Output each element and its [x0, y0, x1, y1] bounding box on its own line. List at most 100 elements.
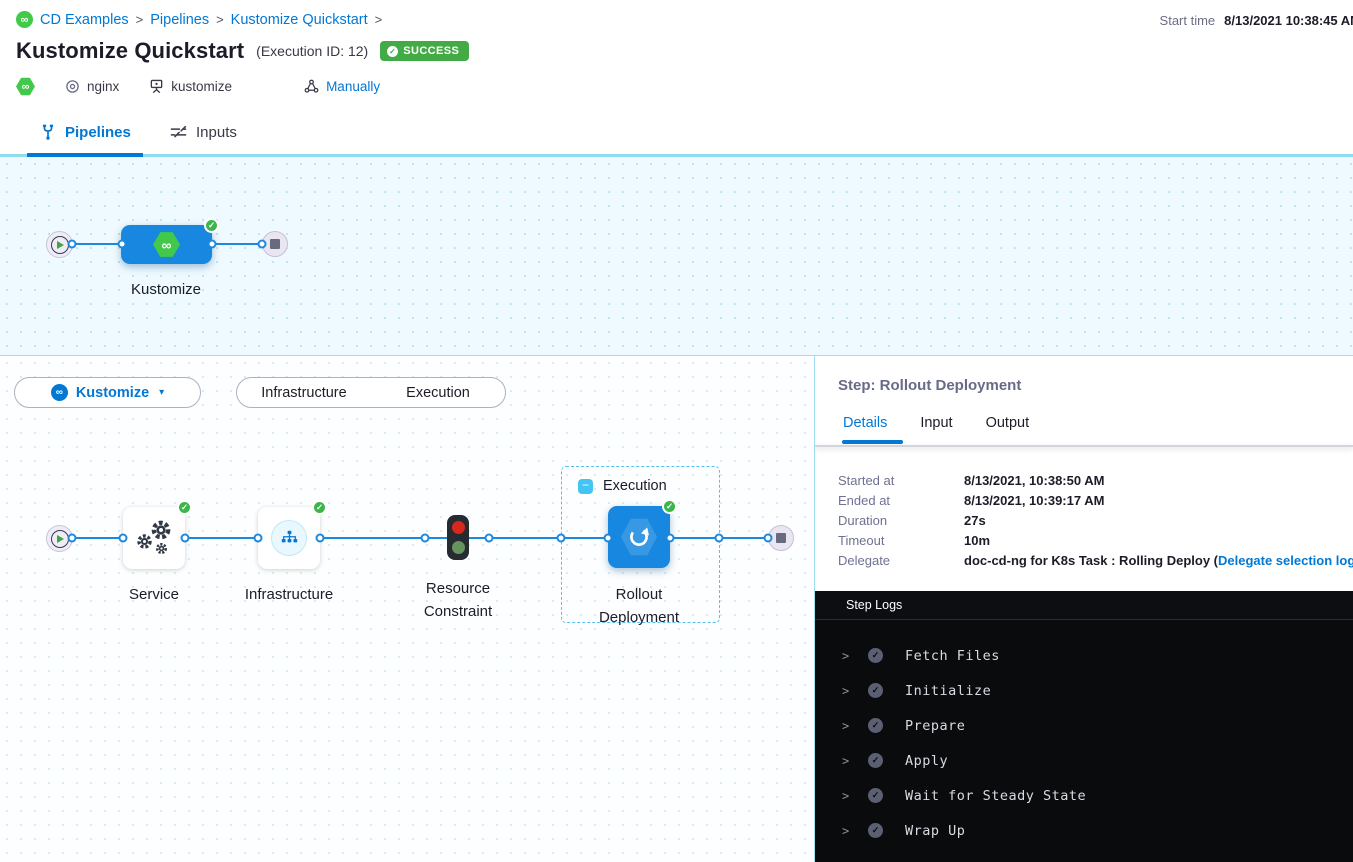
delegate-selection-logs-link[interactable]: Delegate selection logs: [1218, 552, 1353, 568]
log-section-label: Apply: [905, 752, 949, 769]
chevron-right-icon[interactable]: >: [842, 823, 850, 838]
connector-dot: [253, 533, 263, 543]
chevron-right-icon[interactable]: >: [842, 648, 850, 663]
connector-dot: [118, 533, 128, 543]
success-check-icon: [312, 500, 327, 515]
connector-dot: [257, 239, 267, 249]
connector-dot: [117, 239, 127, 249]
tab-pipelines[interactable]: Pipelines: [40, 110, 131, 154]
status-badge: SUCCESS: [380, 41, 470, 61]
step-node-rollout-deployment[interactable]: [608, 499, 677, 568]
check-icon: [868, 753, 883, 768]
end-node: [262, 231, 288, 257]
connector-dot: [315, 533, 325, 543]
step-details-table: Started at 8/13/2021, 10:38:50 AM Ended …: [838, 470, 1353, 570]
log-section-label: Fetch Files: [905, 647, 1000, 664]
execution-id: (Execution ID: 12): [256, 43, 369, 59]
breadcrumb-separator: >: [374, 12, 383, 27]
detail-row: Timeout 10m: [838, 530, 1345, 550]
tabbar-bottom-line: [0, 154, 1353, 157]
tab-details[interactable]: Details: [843, 415, 888, 431]
toggle-execution[interactable]: Execution: [406, 384, 470, 401]
service-tag: nginx: [65, 79, 119, 94]
log-section-row[interactable]: > Wait for Steady State: [815, 778, 1353, 813]
connector-dot: [556, 533, 566, 543]
step-details-panel: Step: Rollout Deployment Details Input O…: [814, 355, 1353, 862]
active-tab-underline: [842, 440, 903, 444]
breadcrumb: CD Examples > Pipelines > Kustomize Quic…: [16, 11, 382, 28]
breadcrumb-cd-examples[interactable]: CD Examples: [40, 11, 129, 28]
end-node: [768, 525, 794, 551]
detail-row: Duration 27s: [838, 510, 1345, 530]
toggle-infrastructure[interactable]: Infrastructure: [261, 384, 347, 401]
connector-dot: [67, 239, 77, 249]
log-section-row[interactable]: > Wrap Up: [815, 813, 1353, 848]
stage-node-kustomize[interactable]: [121, 218, 219, 264]
log-section-row[interactable]: > Initialize: [815, 673, 1353, 708]
stage-graph-canvas[interactable]: Kustomize: [0, 157, 1353, 355]
tab-input[interactable]: Input: [920, 415, 953, 431]
log-section-row[interactable]: > Apply: [815, 743, 1353, 778]
step-logs-panel: Step Logs > Fetch Files > Initialize > P…: [815, 591, 1353, 862]
check-icon: [868, 683, 883, 698]
connector-line: [72, 243, 122, 245]
service-name: nginx: [87, 79, 120, 94]
step-node-label: Service: [128, 586, 180, 603]
connector-dot: [603, 533, 613, 543]
step-node-resource-constraint[interactable]: [447, 515, 469, 560]
success-check-icon: [662, 499, 677, 514]
tab-output[interactable]: Output: [985, 415, 1030, 431]
connector-line: [212, 243, 262, 245]
detail-value: 10m: [964, 532, 991, 548]
cd-module-tag: [16, 77, 35, 96]
check-icon: [387, 45, 399, 57]
detail-label: Duration: [838, 512, 888, 528]
connector-dot: [207, 239, 217, 249]
main-tabbar: Pipelines Inputs: [0, 110, 1353, 157]
trigger-type-link[interactable]: Manually: [326, 79, 381, 94]
connector-dot: [665, 533, 675, 543]
step-node-infrastructure[interactable]: [258, 500, 327, 569]
chevron-right-icon[interactable]: >: [842, 753, 850, 768]
chevron-right-icon[interactable]: >: [842, 718, 850, 733]
collapse-icon[interactable]: [578, 479, 593, 494]
chevron-right-icon[interactable]: >: [842, 788, 850, 803]
step-logs-list: > Fetch Files > Initialize > Prepare > A…: [815, 620, 1353, 848]
environment-tag: kustomize: [149, 79, 232, 94]
detail-label: Started at: [838, 472, 895, 488]
play-icon: [50, 529, 69, 548]
harness-cd-logo-icon: [16, 77, 35, 96]
execution-graph-canvas[interactable]: Kustomize Infrastructure Execution Servi…: [0, 355, 814, 862]
log-section-row[interactable]: > Fetch Files: [815, 638, 1353, 673]
log-section-label: Initialize: [905, 682, 992, 699]
detail-row: Started at 8/13/2021, 10:38:50 AM: [838, 470, 1345, 490]
step-panel-title: Step: Rollout Deployment: [838, 377, 1022, 394]
detail-value: doc-cd-ng for K8s Task : Rolling Deploy …: [964, 553, 1353, 568]
step-node-label: Rollout Deployment: [598, 586, 680, 626]
log-section-label: Wait for Steady State: [905, 787, 1087, 804]
execution-step-group: Execution: [561, 466, 720, 623]
chevron-right-icon[interactable]: >: [842, 683, 850, 698]
start-time-label: Start time: [1159, 13, 1216, 28]
inputs-tab-icon: [170, 125, 187, 138]
log-section-label: Prepare: [905, 717, 966, 734]
stage-selector-label: Kustomize: [75, 384, 150, 401]
log-section-row[interactable]: > Prepare: [815, 708, 1353, 743]
harness-cd-logo-icon: [153, 232, 180, 257]
check-icon: [868, 648, 883, 663]
pipelines-tab-icon: [42, 124, 54, 140]
tab-inputs[interactable]: Inputs: [170, 110, 237, 154]
check-icon: [868, 718, 883, 733]
breadcrumb-kustomize-quickstart[interactable]: Kustomize Quickstart: [230, 11, 368, 28]
stage-selector-dropdown[interactable]: Kustomize: [14, 377, 201, 408]
check-icon: [868, 788, 883, 803]
stage-node-label: Kustomize: [130, 281, 202, 298]
gear-icon: [134, 518, 174, 558]
hierarchy-icon: [281, 530, 297, 543]
detail-value: 8/13/2021, 10:38:50 AM: [964, 472, 1105, 488]
breadcrumb-pipelines[interactable]: Pipelines: [150, 11, 210, 28]
step-node-service[interactable]: [123, 500, 192, 569]
connector-dot: [67, 533, 77, 543]
detail-label: Timeout: [838, 532, 885, 548]
connector-dot: [714, 533, 724, 543]
